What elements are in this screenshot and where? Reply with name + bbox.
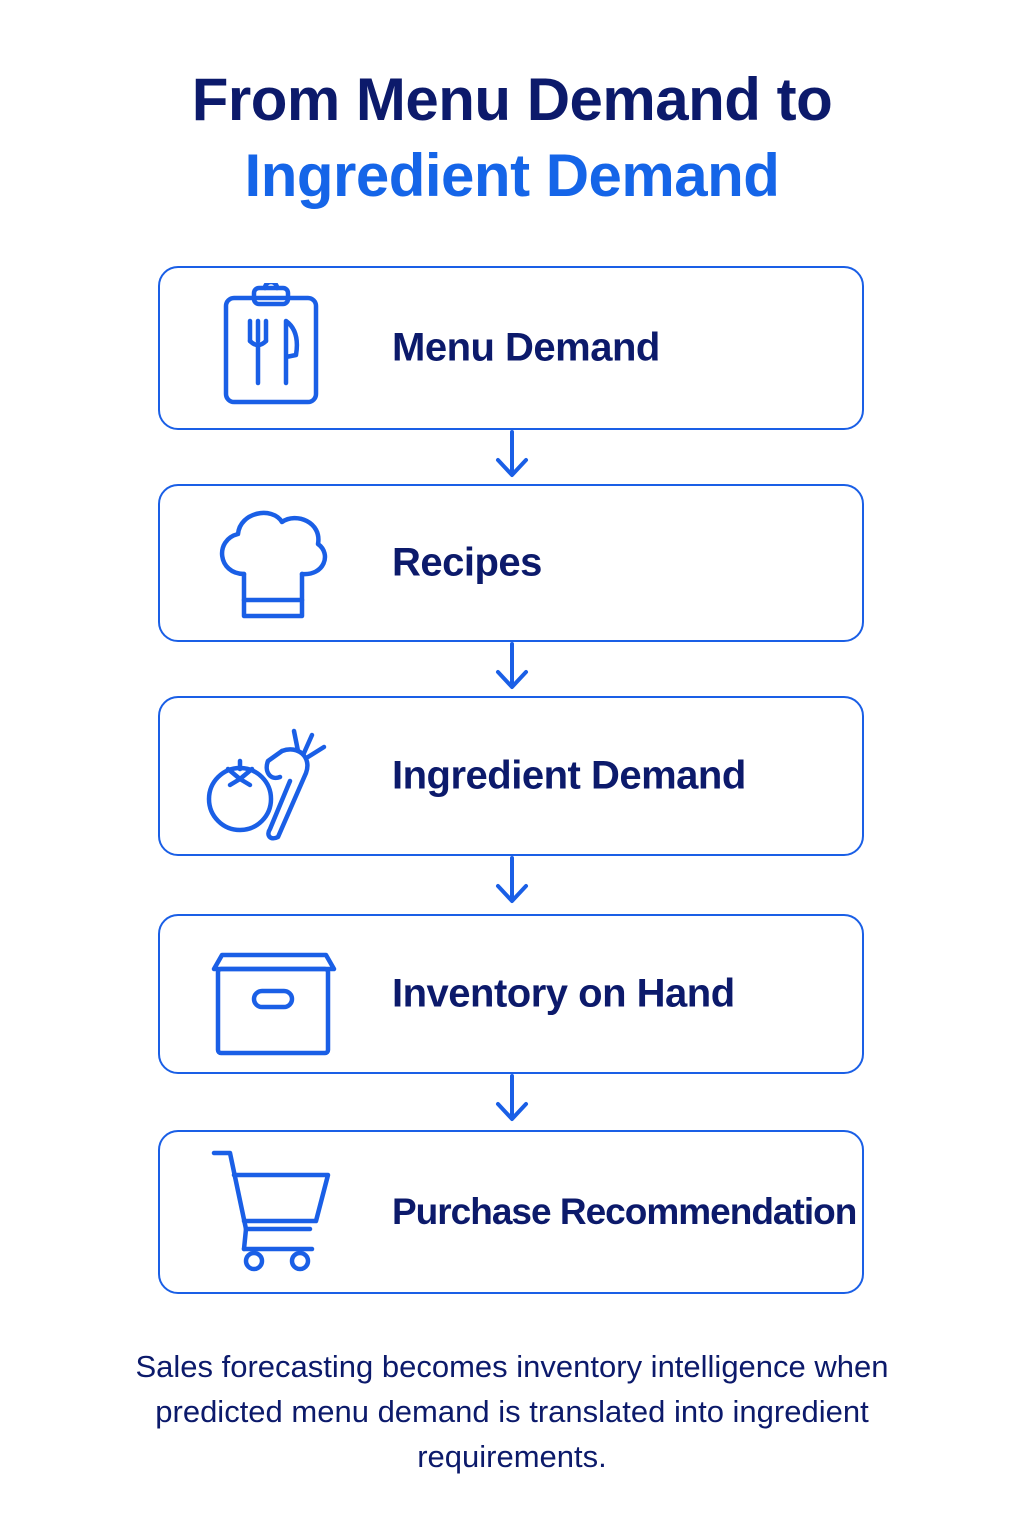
chef-hat-icon: [200, 498, 340, 628]
title-line-1: From Menu Demand to: [191, 66, 833, 133]
arrow-down-icon: [492, 856, 532, 906]
clipboard-utensils-icon: [200, 283, 340, 413]
step-ingredient-demand: Ingredient Demand: [158, 696, 864, 856]
storage-box-icon: [200, 929, 340, 1059]
step-recipes: Recipes: [158, 484, 864, 642]
step-label: Ingredient Demand: [392, 753, 746, 798]
page-title: From Menu Demand to Ingredient Demand: [0, 62, 1024, 214]
step-label: Inventory on Hand: [392, 971, 735, 1016]
shopping-cart-icon: [200, 1147, 340, 1277]
arrow-down-icon: [492, 430, 532, 480]
step-label: Purchase Recommendation: [392, 1191, 857, 1232]
arrow-down-icon: [492, 1074, 532, 1124]
title-line-2: Ingredient Demand: [244, 142, 780, 209]
caption-text: Sales forecasting becomes inventory inte…: [135, 1349, 889, 1474]
step-purchase-recommendation: Purchase Recommendation: [158, 1130, 864, 1294]
arrow-down-icon: [492, 642, 532, 692]
step-menu-demand: Menu Demand: [158, 266, 864, 430]
tomato-carrot-icon: [200, 711, 340, 841]
step-label: Menu Demand: [392, 325, 660, 370]
step-inventory-on-hand: Inventory on Hand: [158, 914, 864, 1074]
step-label: Recipes: [392, 540, 542, 585]
